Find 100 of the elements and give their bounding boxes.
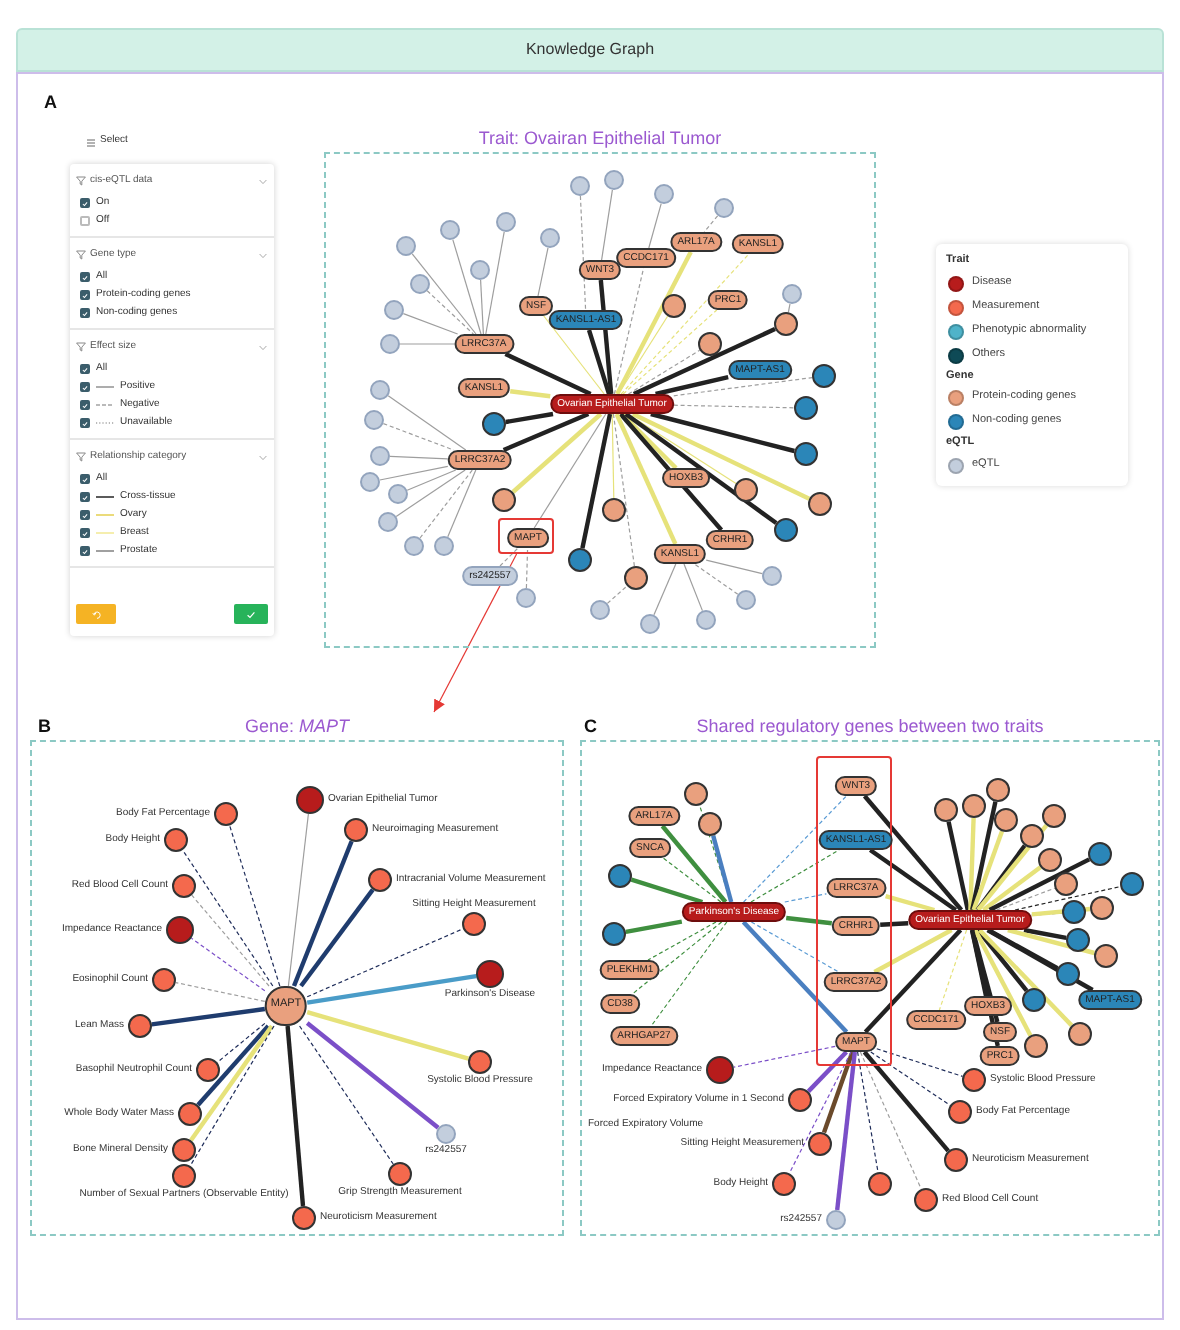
connector-line: [631, 921, 723, 995]
connector-line: [1023, 927, 1067, 940]
connector-line: [579, 195, 587, 311]
connector-line: [624, 412, 778, 525]
connector-line: [543, 315, 605, 395]
connector-line: [1014, 886, 1121, 911]
connector-line: [787, 303, 791, 313]
connector-line: [996, 887, 1056, 911]
connector-line: [784, 893, 827, 903]
panel-title: Shared regulatory genes between two traits: [696, 714, 1044, 740]
connector-line: [395, 469, 466, 517]
connector-line: [648, 203, 662, 249]
panel-title: Trait: Ovairan Epithelial Tumor: [478, 126, 722, 152]
connector-line: [402, 313, 459, 335]
connector-line: [504, 352, 592, 396]
connector-line: [291, 840, 354, 987]
highlight-box: [816, 756, 892, 1066]
connector-line: [660, 824, 728, 904]
connector-line: [873, 928, 953, 974]
connector-line: [622, 309, 718, 395]
connector-line: [976, 824, 1049, 912]
connector-line: [859, 1051, 922, 1190]
connector-line: [975, 844, 1027, 912]
connector-line: [601, 189, 613, 261]
connector-line: [862, 794, 964, 912]
connector-line: [683, 563, 703, 612]
connector-line: [191, 894, 270, 987]
connector-line: [509, 389, 551, 399]
connector-line: [662, 857, 722, 903]
connector-line: [606, 585, 628, 604]
connector-line: [978, 928, 1074, 1027]
connector-line: [653, 563, 677, 616]
connector-line: [988, 857, 1091, 912]
connector-line: [537, 247, 549, 297]
connector-line: [870, 1051, 951, 1106]
connector-line: [973, 929, 1033, 1037]
connector-line: [586, 329, 612, 395]
connector-line: [733, 1045, 836, 1068]
arrow: [433, 553, 518, 713]
connector-line: [406, 469, 457, 491]
connector-line: [647, 921, 717, 961]
filter-panel: [70, 164, 274, 636]
connector-line: [788, 1051, 852, 1174]
connector-line: [182, 849, 274, 987]
connector-line: [970, 929, 1000, 1047]
connector-line: [703, 215, 719, 233]
connector-line: [189, 1025, 275, 1167]
connector-line: [580, 413, 613, 549]
connector-line: [885, 894, 935, 913]
connector-line: [485, 231, 505, 335]
connector-line: [785, 915, 833, 926]
connector-line: [285, 1025, 306, 1207]
connector-line: [618, 412, 724, 532]
connector-line: [305, 1021, 440, 1130]
connector-line: [189, 1024, 274, 1142]
connector-line: [987, 928, 1059, 971]
connector-line: [229, 824, 281, 987]
connector-line: [452, 239, 482, 335]
connector-line: [480, 279, 484, 335]
connector-line: [620, 412, 678, 470]
connector-line: [287, 813, 309, 987]
connector-line: [615, 251, 693, 395]
connector-line: [880, 921, 909, 927]
connector-line: [868, 848, 958, 912]
connector-line: [750, 921, 840, 973]
connector-line: [411, 253, 477, 335]
connector-line: [612, 413, 635, 567]
connector-line: [190, 937, 266, 992]
connector-line: [876, 1048, 964, 1077]
connector-line: [617, 315, 669, 395]
connector-line: [1031, 906, 1091, 917]
connector-line: [382, 423, 455, 451]
connector-line: [299, 1025, 394, 1165]
connector-line: [611, 413, 615, 499]
connector-line: [862, 1050, 950, 1153]
connector-line: [711, 835, 734, 903]
connector-line: [533, 413, 607, 529]
connector-line: [969, 929, 989, 997]
connector-line: [1007, 927, 1095, 956]
highlight-box: [498, 518, 554, 554]
connector-line: [419, 469, 473, 539]
connector-line: [196, 1024, 270, 1107]
connector-line: [673, 404, 795, 409]
connector-line: [511, 412, 603, 494]
connector-line: [216, 1022, 266, 1063]
connector-line: [426, 290, 474, 335]
connector-line: [971, 830, 1005, 911]
connector-line: [613, 267, 645, 395]
connector-line: [650, 411, 795, 454]
connector-line: [175, 982, 266, 1002]
connector-line: [976, 928, 1029, 992]
connector-line: [379, 465, 449, 481]
panel-title: Gene: MAPT: [244, 714, 350, 740]
panel-letter: A: [44, 94, 57, 112]
connector-line: [821, 1051, 855, 1134]
connector-line: [502, 411, 590, 453]
connector-line: [705, 559, 763, 575]
connector-line: [306, 974, 477, 1005]
connector-line: [299, 888, 375, 988]
connector-line: [743, 795, 847, 903]
